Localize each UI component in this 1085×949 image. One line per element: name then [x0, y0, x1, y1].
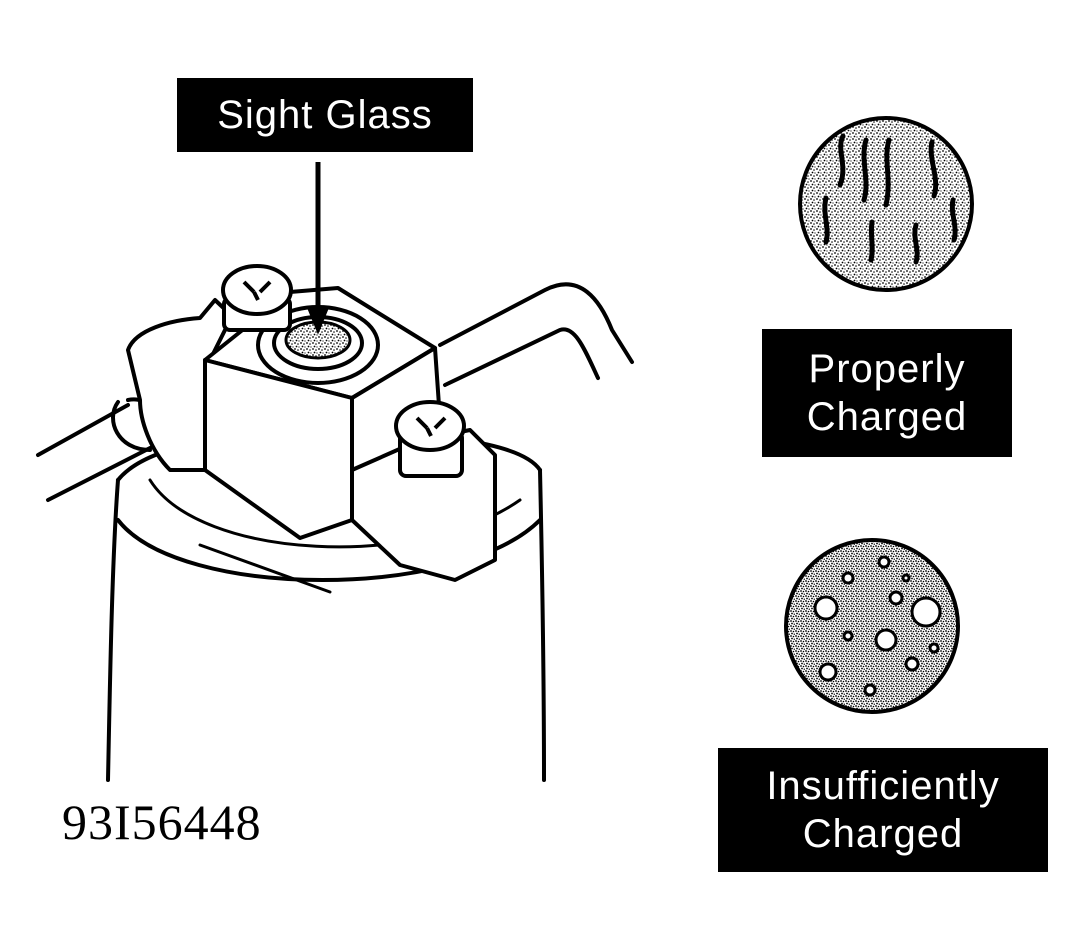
insufficiently-charged-line2: Charged	[802, 812, 964, 856]
streak-marks	[822, 133, 958, 265]
insufficiently-charged-line1: Insufficiently	[766, 764, 1000, 808]
mounting-bolt-right	[394, 400, 466, 478]
streaks-indicator	[798, 116, 974, 292]
properly-charged-line1: Properly	[808, 347, 966, 391]
sight-glass-callout-label: Sight Glass	[177, 78, 473, 152]
bubble-marks	[813, 555, 942, 697]
bubbles-indicator	[784, 538, 960, 714]
insufficiently-charged-label: Insufficiently Charged	[718, 748, 1048, 872]
figure-id: 93I56448	[62, 794, 262, 850]
properly-charged-line2: Charged	[806, 395, 968, 439]
mounting-bolt-left	[221, 264, 293, 332]
right-pipe	[438, 282, 634, 387]
properly-charged-label: Properly Charged	[762, 329, 1012, 457]
callout-pointer	[307, 162, 329, 335]
sight-glass-label-text: Sight Glass	[217, 92, 433, 137]
